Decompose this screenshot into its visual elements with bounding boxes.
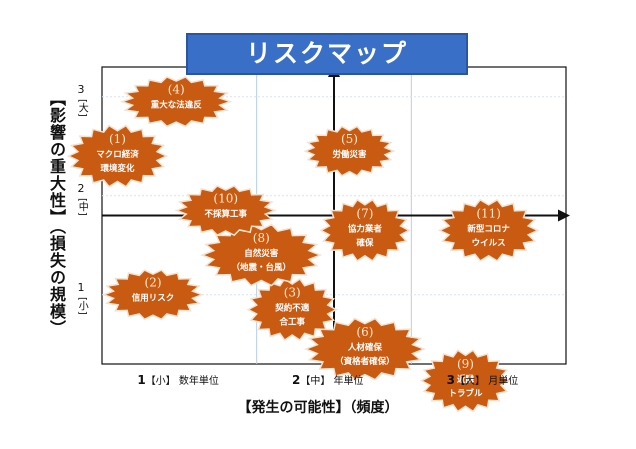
risk-burst-8 <box>200 223 323 287</box>
y-tick-2: 2[中] <box>76 181 88 217</box>
risk-burst-4 <box>119 76 233 128</box>
risk-burst-11 <box>437 198 540 262</box>
risk-label-8: 自然災害（地震・台風） <box>232 248 292 273</box>
risk-label-4: 重大な法違反 <box>151 100 203 111</box>
risk-label-2: 信用リスク <box>132 293 175 304</box>
risk-label-5: 労働災害 <box>332 149 367 160</box>
risk-label-10: 不採算工事 <box>204 209 247 220</box>
risk-burst-2 <box>101 269 205 321</box>
y-axis-label: 【影響の重大性】（損失の規模） <box>47 90 66 337</box>
risk-number-8: (8) <box>253 231 270 245</box>
risk-number-4: (4) <box>168 83 185 97</box>
y-tick-3: 3[大] <box>76 82 88 118</box>
risk-label-6: 人材確保（資格者確保） <box>335 342 395 367</box>
risk-number-5: (5) <box>341 132 358 146</box>
risk-number-1: (1) <box>109 132 126 146</box>
risk-burst-9 <box>419 349 512 413</box>
risk-label-3: 契約不適合工事 <box>274 303 310 328</box>
risk-number-2: (2) <box>145 276 162 290</box>
x-tick-2: 2【中】 年単位 <box>292 373 364 387</box>
risk-burst-5 <box>303 125 396 177</box>
risk-burst-7 <box>319 198 411 262</box>
risk-label-7: 協力業者確保 <box>348 223 383 248</box>
horizontal-axis-arrowhead <box>558 209 570 222</box>
risk-burst-10 <box>174 184 277 237</box>
x-axis-label: 【発生の可能性】（頻度） <box>237 400 399 416</box>
risk-label-9: 近隣トラブル <box>448 374 483 399</box>
risk-label-1: マクロ経済環境変化 <box>96 149 139 174</box>
risk-burst-3 <box>246 277 338 342</box>
chart-title: リスクマップ <box>186 33 468 75</box>
risk-number-6: (6) <box>356 325 373 339</box>
risk-number-3: (3) <box>284 286 301 300</box>
risk-burst-6 <box>303 317 426 381</box>
risk-number-11: (11) <box>476 206 501 220</box>
y-tick-1: 1[小] <box>76 280 88 316</box>
risk-number-10: (10) <box>213 192 238 206</box>
risk-number-7: (7) <box>356 206 373 220</box>
risk-burst-1 <box>66 124 169 188</box>
risk-number-9: (9) <box>457 357 474 371</box>
risk-label-11: 新型コロナウイルス <box>467 223 510 248</box>
x-tick-3: 3【大】 月単位 <box>446 373 519 387</box>
x-tick-1: 1【小】 数年単位 <box>137 373 219 387</box>
